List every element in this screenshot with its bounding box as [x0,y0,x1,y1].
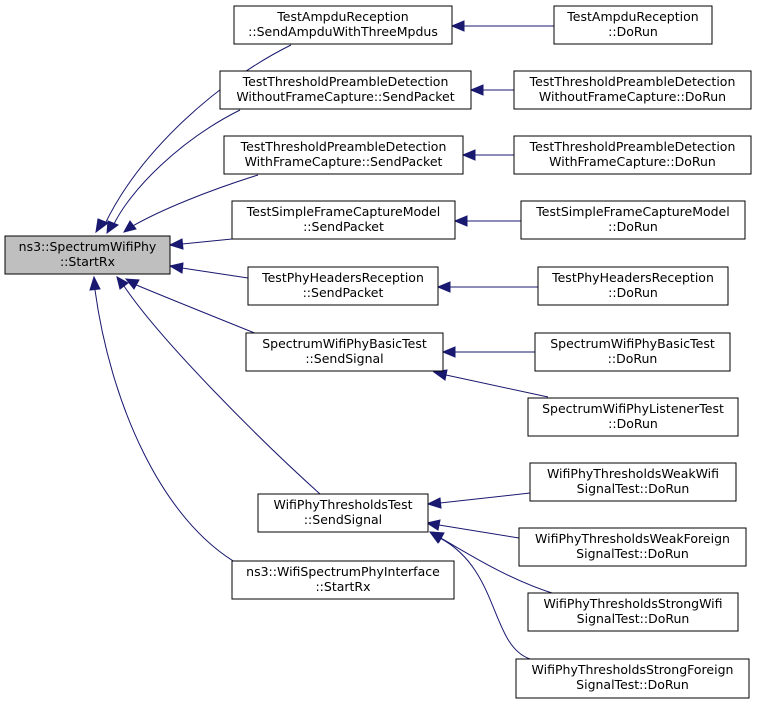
edge-basic-run-to-basic-send [441,346,535,358]
node-label-line1: ns3::WifiSpectrumPhyInterface [246,564,440,579]
edge-hdr-send-to-root [168,262,249,279]
node-preamble-with-send[interactable]: TestThresholdPreambleDetection WithFrame… [223,135,464,175]
node-preamble-without-run[interactable]: TestThresholdPreambleDetection WithoutFr… [513,70,752,110]
node-label-line2: ::SendSignal [305,351,383,366]
node-strong-foreign-run[interactable]: WifiPhyThresholdsStrongForeign SignalTes… [515,658,750,699]
node-label-line1: SpectrumWifiPhyListenerTest [542,401,724,416]
node-label-line1: SpectrumWifiPhyBasicTest [550,336,715,351]
node-label-line1: WifiPhyThresholdsStrongWifi [543,596,722,611]
node-headers-run[interactable]: TestPhyHeadersReception ::DoRun [537,266,729,306]
edge-simple-send-to-root [168,238,233,250]
node-ampdu-run[interactable]: TestAmpduReception ::DoRun [553,5,713,45]
node-simple-capture-send[interactable]: TestSimpleFrameCaptureModel ::SendPacket [231,200,456,240]
node-headers-send[interactable]: TestPhyHeadersReception ::SendPacket [247,266,439,306]
edge-hdr-run-to-hdr-send [436,281,538,293]
node-label-line2: ::DoRun [608,285,658,300]
node-label-line2: ::StartRx [315,579,370,594]
nodes-layer: ns3::SpectrumWifiPhy ::StartRx TestAmpdu… [4,5,752,699]
node-label-line1: TestAmpduReception [276,9,408,24]
edge-thr-send-to-root [116,276,321,495]
node-label-line2: WithoutFrameCapture::DoRun [539,89,726,104]
edge-pre-wo-send-to-root [106,109,241,235]
node-weak-wifi-run[interactable]: WifiPhyThresholdsWeakWifi SignalTest::Do… [529,462,737,502]
node-label-line1: TestThresholdPreambleDetection [242,74,449,89]
node-label-line1: TestThresholdPreambleDetection [529,74,736,89]
node-label-line2: ::DoRun [608,219,658,234]
node-label-line2: ::SendAmpduWithThreeMpdus [248,24,438,39]
node-label-line2: WithFrameCapture::SendPacket [245,154,443,169]
node-ampdu-send[interactable]: TestAmpduReception ::SendAmpduWithThreeM… [233,5,453,45]
node-strong-wifi-run[interactable]: WifiPhyThresholdsStrongWifi SignalTest::… [527,592,739,632]
node-label-line2: ::DoRun [608,416,658,431]
node-wifi-spectrum-interface[interactable]: ns3::WifiSpectrumPhyInterface ::StartRx [231,560,455,600]
edge-ampdu-send-to-root [95,44,292,234]
node-spectrum-wifi-phy-start-rx[interactable]: ns3::SpectrumWifiPhy ::StartRx [4,235,171,275]
edge-pre-w-run-to-pre-w-send [461,149,514,161]
node-preamble-with-run[interactable]: TestThresholdPreambleDetection WithFrame… [513,135,752,175]
node-label-line2: ::SendPacket [303,285,384,300]
node-weak-foreign-run[interactable]: WifiPhyThresholdsWeakForeign SignalTest:… [518,527,747,567]
node-label-line2: ::SendPacket [303,219,384,234]
edge-listener-run-to-basic-send [432,369,549,398]
edge-simple-run-to-simple-send [453,215,521,227]
edge-strong-foreign-to-thr-send [428,531,531,660]
node-label-line1: WifiPhyThresholdsTest [273,497,412,512]
node-label-line1: TestThresholdPreambleDetection [240,139,447,154]
edge-pre-w-send-to-root [123,174,259,233]
node-simple-capture-run[interactable]: TestSimpleFrameCaptureModel ::DoRun [520,200,746,240]
node-label-line2: WithFrameCapture::DoRun [549,154,716,169]
edge-ampdu-run-to-ampdu-send [450,20,554,32]
node-label-line1: ns3::SpectrumWifiPhy [19,239,157,254]
node-label-line1: SpectrumWifiPhyBasicTest [262,336,427,351]
node-thresholds-send[interactable]: WifiPhyThresholdsTest ::SendSignal [257,493,429,533]
node-label-line1: WifiPhyThresholdsWeakForeign [535,531,730,546]
edge-basic-send-to-root [124,278,263,337]
node-label-line1: TestSimpleFrameCaptureModel [535,204,729,219]
node-basic-send[interactable]: SpectrumWifiPhyBasicTest ::SendSignal [245,332,444,372]
node-label-line2: ::DoRun [608,24,658,39]
node-label-line1: TestSimpleFrameCaptureModel [246,204,440,219]
node-basic-run[interactable]: SpectrumWifiPhyBasicTest ::DoRun [534,332,731,372]
node-label-line1: WifiPhyThresholdsStrongForeign [532,662,734,677]
node-label-line2: SignalTest::DoRun [577,611,690,626]
edge-weak-foreign-to-thr-send [425,519,520,539]
node-label-line1: TestAmpduReception [566,9,698,24]
node-label-line2: ::DoRun [608,351,658,366]
node-preamble-without-send[interactable]: TestThresholdPreambleDetection WithoutFr… [219,70,472,110]
edges-layer [89,20,556,660]
node-label-line2: ::StartRx [60,254,115,269]
edge-iface-to-root [89,275,241,566]
node-label-line2: ::SendSignal [304,512,382,527]
edge-pre-wo-run-to-pre-wo-send [469,84,514,96]
node-label-line1: TestPhyHeadersReception [261,270,424,285]
node-listener-run[interactable]: SpectrumWifiPhyListenerTest ::DoRun [527,397,739,437]
node-label-line1: TestPhyHeadersReception [551,270,714,285]
node-label-line2: WithoutFrameCapture::SendPacket [236,89,454,104]
edge-weak-wifi-to-thr-send [426,492,531,509]
node-label-line1: TestThresholdPreambleDetection [529,139,736,154]
node-label-line2: SignalTest::DoRun [576,677,689,692]
node-label-line2: SignalTest::DoRun [576,546,689,561]
node-label-line2: SignalTest::DoRun [577,481,690,496]
node-label-line1: WifiPhyThresholdsWeakWifi [547,466,719,481]
